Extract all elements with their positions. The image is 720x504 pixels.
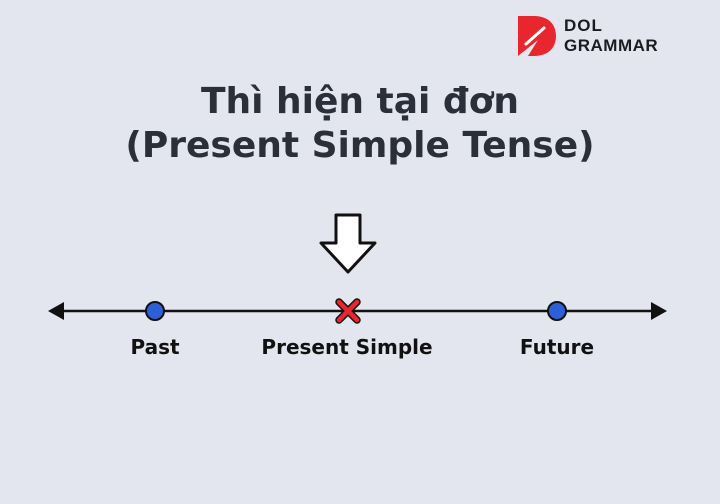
title-english: (Present Simple Tense) <box>125 125 595 166</box>
logo-text: DOL GRAMMAR <box>564 16 658 56</box>
left-arrowhead-icon <box>48 302 64 320</box>
present-cross-icon <box>335 298 361 324</box>
past-dot <box>145 301 165 321</box>
title-vietnamese: Thì hiện tại đơn <box>200 81 520 122</box>
dol-grammar-logo: DOL GRAMMAR <box>516 14 658 58</box>
logo-text-dol: DOL <box>564 16 603 35</box>
page-title: Thì hiện tại đơn (Present Simple Tense) <box>0 80 720 168</box>
logo-text-grammar: GRAMMAR <box>564 36 659 55</box>
right-arrowhead-icon <box>651 302 667 320</box>
label-present-simple: Present Simple <box>261 335 433 359</box>
label-future: Future <box>519 335 595 359</box>
dol-logo-icon <box>518 16 556 56</box>
label-past: Past <box>130 335 180 359</box>
down-arrow-icon <box>319 213 377 274</box>
future-dot <box>547 301 567 321</box>
